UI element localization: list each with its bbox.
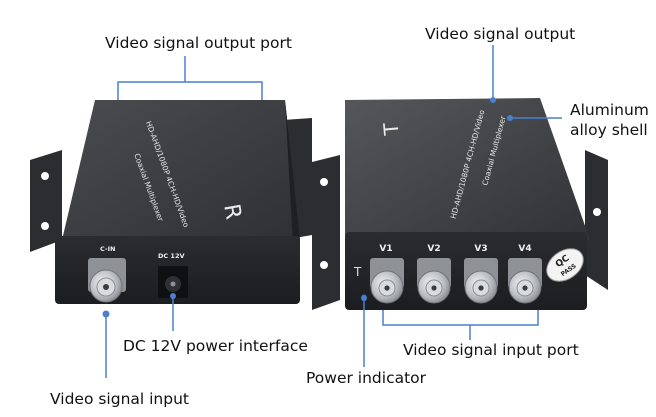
transmitter-device: T HD-AHD/1080P 4CH-HD/Video Coaxial Mult… <box>312 98 608 310</box>
transmitter-port-label-v3: V3 <box>474 244 487 254</box>
transmitter-side-letter: T <box>353 265 362 279</box>
transmitter-flange-left <box>312 155 340 310</box>
label-aluminum-line2: alloy shell <box>570 121 648 139</box>
transmitter-bnc-v3 <box>464 258 498 304</box>
transmitter-port-label-v4: V4 <box>518 244 531 254</box>
callout-dot <box>490 97 496 103</box>
label-dc-12v-power-interface: DC 12V power interface <box>123 337 308 355</box>
label-power-indicator: Power indicator <box>306 369 427 387</box>
label-video-signal-input-port: Video signal input port <box>403 341 579 359</box>
receiver-letter: R <box>218 202 245 221</box>
transmitter-bnc-v1 <box>370 258 404 304</box>
flange-hole <box>41 222 49 230</box>
receiver-bnc-connector <box>88 258 126 303</box>
receiver-port-label-dc: DC 12V <box>158 252 185 260</box>
flange-hole <box>320 261 328 269</box>
callout-bracket-output-port <box>117 81 263 100</box>
transmitter-port-label-v1: V1 <box>379 244 392 254</box>
receiver-device: HD-AHD/1080P 4CH-HD/Video Coaxial Multip… <box>30 100 312 304</box>
flange-hole <box>320 178 328 186</box>
transmitter-letter: T <box>379 121 404 137</box>
receiver-top <box>62 100 300 240</box>
callout-dots <box>102 97 513 318</box>
receiver-port-label-cin: C-IN <box>100 245 115 253</box>
callout-dot <box>170 293 176 299</box>
receiver-dc-jack <box>158 266 188 298</box>
label-video-signal-output: Video signal output <box>425 25 576 43</box>
callout-dot <box>507 115 513 121</box>
flange-hole <box>593 208 601 216</box>
callout-dot <box>361 295 367 301</box>
flange-hole <box>41 172 49 180</box>
label-video-signal-output-port: Video signal output port <box>105 34 292 52</box>
transmitter-bnc-v2 <box>417 258 451 304</box>
transmitter-flange-right <box>585 150 608 290</box>
label-video-signal-input: Video signal input <box>50 390 190 408</box>
transmitter-top <box>345 98 590 240</box>
label-aluminum-line1: Aluminum <box>570 101 649 119</box>
callout-dot <box>102 310 110 318</box>
transmitter-bnc-v4 <box>508 258 542 304</box>
callout-lines <box>105 45 562 378</box>
receiver-flange-left <box>30 150 62 252</box>
transmitter-port-label-v2: V2 <box>427 244 440 254</box>
callout-bracket-input-port <box>382 310 539 326</box>
qc-pass-sticker: QC PASS <box>546 248 584 282</box>
